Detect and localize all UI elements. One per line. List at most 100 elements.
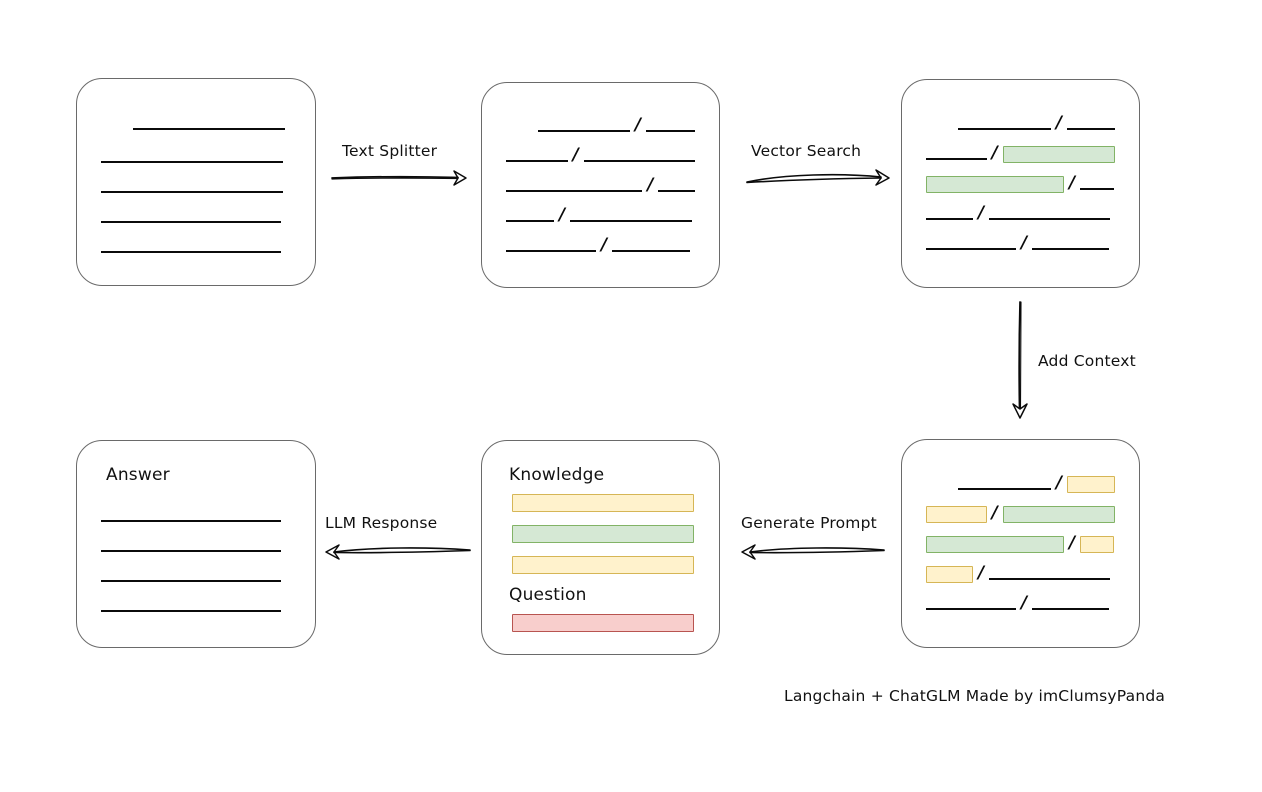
text-line-segment [101, 191, 283, 193]
document-line: / [902, 592, 1139, 613]
retrieved-document-box[interactable]: / / / / / [901, 79, 1140, 288]
text-line-segment [1067, 128, 1115, 130]
arrow-left-icon [325, 544, 471, 560]
slash-separator: / [601, 234, 608, 255]
context-chunk-chip [926, 505, 987, 523]
slash-separator: / [991, 142, 998, 163]
vector-search-label: Vector Search [751, 142, 862, 160]
text-line-segment [958, 128, 1051, 130]
text-line-segment [989, 578, 1111, 580]
knowledge-chunk-row [512, 525, 694, 543]
knowledge-chunk-row [512, 556, 694, 574]
document-line: / [902, 532, 1139, 553]
arrow-right-icon [331, 170, 467, 186]
document-line [77, 210, 315, 224]
question-chunk-chip [512, 614, 694, 632]
slash-separator: / [1055, 112, 1063, 133]
vector-search-arrow: Vector Search [745, 140, 893, 190]
text-line-segment [101, 520, 281, 522]
text-line-segment [926, 248, 1016, 250]
slash-separator: / [559, 204, 566, 225]
answer-line [77, 599, 315, 613]
document-line: / [482, 144, 719, 165]
text-line-segment [926, 158, 987, 160]
text-line-segment [506, 250, 596, 252]
document-line: / [902, 202, 1139, 223]
slash-separator: / [1055, 472, 1063, 493]
arrow-right-icon [746, 169, 890, 186]
knowledge-chunk-chip [512, 494, 694, 512]
generate-prompt-label: Generate Prompt [741, 514, 877, 532]
split-document-box[interactable]: / / / / / [481, 82, 720, 288]
text-line-segment [101, 161, 283, 163]
knowledge-chunk-chip [512, 556, 694, 574]
text-splitter-arrow: Text Splitter [330, 140, 470, 190]
text-line-segment [101, 251, 281, 253]
slash-separator: / [572, 144, 579, 165]
retrieved-chunk-chip [926, 175, 1064, 193]
slash-separator: / [647, 174, 654, 195]
retrieved-chunk-chip [926, 535, 1064, 553]
document-line: / [482, 174, 719, 195]
text-line-segment [926, 608, 1016, 610]
text-line-segment [506, 190, 643, 192]
add-context-label: Add Context [1038, 352, 1136, 370]
slash-separator: / [991, 502, 998, 523]
text-line-segment [538, 130, 630, 132]
answer-line [77, 509, 315, 523]
retrieved-chunk-chip [1002, 145, 1115, 163]
question-label: Question [509, 585, 587, 605]
document-line: / [902, 502, 1139, 523]
document-line: / [902, 142, 1139, 163]
document-line: / [902, 112, 1139, 133]
credit-text: Langchain + ChatGLM Made by imClumsyPand… [784, 687, 1166, 705]
text-line-segment [101, 580, 281, 582]
slash-separator: / [978, 202, 985, 223]
text-line-segment [658, 190, 695, 192]
question-chunk-row [512, 614, 694, 632]
text-line-segment [646, 130, 695, 132]
context-document-box[interactable]: / / / / / [901, 439, 1140, 648]
text-line-segment [133, 128, 285, 130]
slash-separator: / [1069, 532, 1076, 553]
document-line: / [902, 174, 1139, 193]
text-line-segment [926, 218, 973, 220]
text-line-segment [583, 160, 695, 162]
add-context-arrow: Add Context [1000, 300, 1180, 422]
answer-line [77, 539, 315, 553]
context-chunk-chip [926, 565, 973, 583]
document-line: / [902, 472, 1139, 493]
text-line-segment [989, 218, 1111, 220]
document-line [77, 240, 315, 254]
slash-separator: / [634, 114, 642, 135]
text-line-segment [1080, 188, 1115, 190]
answer-box[interactable]: Answer [76, 440, 316, 648]
knowledge-label: Knowledge [509, 465, 605, 485]
document-line: / [482, 204, 719, 225]
context-chunk-chip [1067, 475, 1115, 493]
knowledge-chunk-chip [512, 525, 694, 543]
arrow-left-icon [741, 544, 885, 560]
text-line-segment [570, 220, 693, 222]
generate-prompt-arrow: Generate Prompt [738, 512, 888, 564]
document-line: / [902, 232, 1139, 253]
slash-separator: / [1021, 232, 1028, 253]
answer-line [77, 569, 315, 583]
slash-separator: / [978, 562, 985, 583]
document-line [77, 117, 315, 131]
document-line [77, 180, 315, 194]
prompt-box[interactable]: Knowledge Question [481, 440, 720, 655]
text-line-segment [612, 250, 691, 252]
context-chunk-chip [1080, 535, 1115, 553]
slash-separator: / [1021, 592, 1028, 613]
text-line-segment [506, 220, 554, 222]
source-document-box[interactable] [76, 78, 316, 286]
document-line: / [902, 562, 1139, 583]
knowledge-chunk-row [512, 494, 694, 512]
text-line-segment [101, 610, 281, 612]
text-line-segment [101, 550, 281, 552]
document-line: / [482, 234, 719, 255]
document-line: / [482, 114, 719, 135]
llm-response-label: LLM Response [325, 514, 438, 532]
